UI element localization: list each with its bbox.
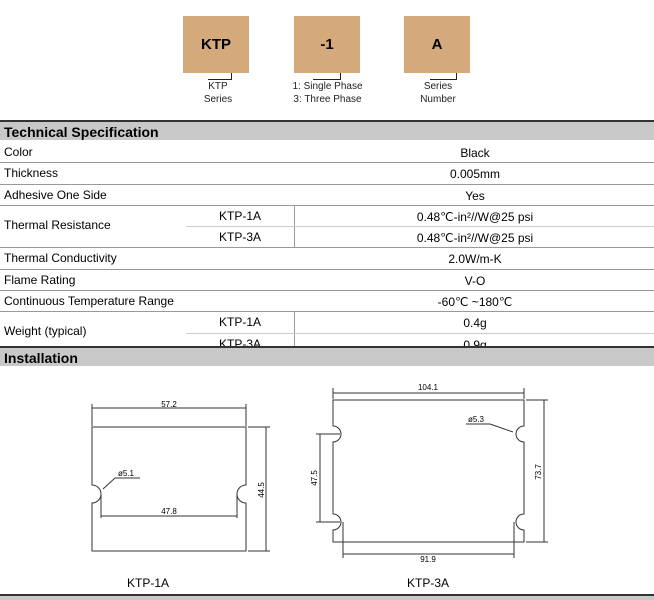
spec-table: Color Black Thickness 0.005mm Adhesive O…: [0, 142, 654, 355]
installation-drawings: 57.2 44.5 ø5.1 47.8 104.1 73.7 47.5 ø5.3…: [91, 383, 548, 564]
bracket-series: [208, 73, 232, 80]
ktp-1a-outline: [91, 426, 247, 552]
spec-row-thickness: Thickness 0.005mm: [0, 163, 654, 185]
spec-label: Thermal Resistance: [4, 217, 111, 232]
spec-label: Thermal Conductivity: [4, 251, 117, 266]
ktp-3a-height-label: 73.7: [534, 464, 543, 480]
spec-label: Thickness: [4, 166, 59, 181]
spec-value: 0.005mm: [449, 167, 501, 182]
spec-label: Continuous Temperature Range: [4, 294, 174, 309]
bracket-number: [430, 73, 457, 80]
code-box-number: A: [404, 16, 470, 73]
spec-value: 0.48℃-in²//W@25 psi: [416, 209, 534, 224]
spec-label: Flame Rating: [4, 272, 76, 287]
section-installation: Installation: [0, 346, 654, 366]
spec-model: KTP-1A: [218, 208, 261, 223]
section-technical-specification: Technical Specification: [0, 120, 654, 140]
ktp-3a-drawing: [316, 388, 548, 558]
spec-row-color: Color Black: [0, 142, 654, 164]
spec-subrow: KTP-1A 0.4g: [186, 312, 654, 334]
spec-value: 0.48℃-in²//W@25 psi: [416, 231, 534, 246]
ktp-1a-width-label: 57.2: [161, 400, 177, 409]
next-section-edge: [0, 594, 654, 600]
spec-row-thermal-conductivity: Thermal Conductivity 2.0W/m-K: [0, 248, 654, 270]
spec-subrow: KTP-1A 0.48℃-in²//W@25 psi: [186, 205, 654, 228]
spec-row-adhesive: Adhesive One Side Yes: [0, 185, 654, 206]
ktp-3a-outline: [332, 399, 525, 543]
spec-value: Yes: [465, 188, 485, 203]
spec-value: V-O: [464, 273, 486, 288]
ktp-3a-caption: KTP-3A: [406, 576, 449, 590]
spec-value: 2.0W/m-K: [448, 252, 502, 267]
ktp-1a-spacing-label: 47.8: [161, 507, 177, 516]
spec-value: -60℃ ~180℃: [437, 295, 513, 310]
spec-label: Color: [4, 145, 33, 159]
code-box-series: KTP: [183, 16, 249, 73]
ktp-3a-width-label: 104.1: [418, 383, 439, 392]
spec-row-flame-rating: Flame Rating V-O: [0, 270, 654, 292]
spec-label: Weight (typical): [4, 324, 87, 339]
spec-model: KTP-1A: [218, 315, 261, 330]
ktp-1a-height-label: 44.5: [257, 482, 266, 498]
ktp-3a-hole-label: ø5.3: [468, 415, 485, 424]
spec-group-weight: Weight (typical) KTP-1A 0.4g KTP-3A 0.9g: [0, 312, 654, 355]
ktp-1a-hole-label: ø5.1: [118, 469, 135, 478]
spec-subrow: KTP-3A 0.48℃-in²//W@25 psi: [186, 227, 654, 248]
ktp-1a-caption: KTP-1A: [126, 576, 169, 590]
ktp-1a-drawing: [91, 404, 270, 552]
code-box-phase: -1: [294, 16, 360, 73]
spec-model: KTP-3A: [218, 230, 261, 245]
spec-row-temperature-range: Continuous Temperature Range -60℃ ~180℃: [0, 291, 654, 313]
spec-group-thermal-resistance: Thermal Resistance KTP-1A 0.48℃-in²//W@2…: [0, 205, 654, 249]
spec-value: Black: [460, 146, 490, 160]
bracket-phase: [313, 73, 341, 80]
spec-value: 0.4g: [463, 316, 487, 331]
ktp-3a-spacing-label: 91.9: [420, 555, 436, 564]
ktp-3a-inner-height-label: 47.5: [310, 470, 319, 486]
spec-label: Adhesive One Side: [4, 187, 107, 202]
